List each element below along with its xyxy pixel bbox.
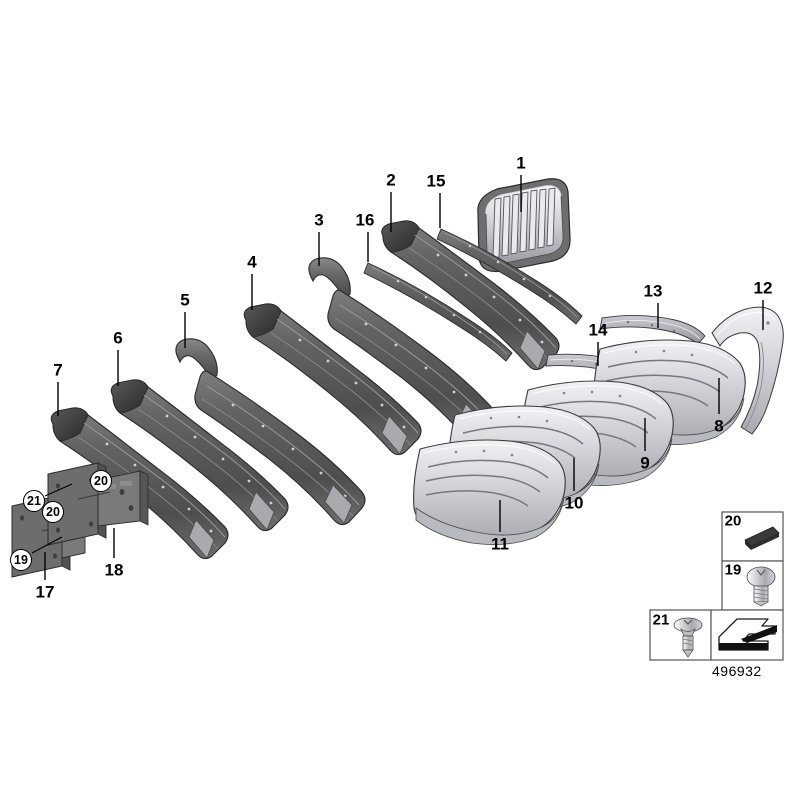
part-6-grille-frame	[110, 379, 289, 532]
callout-1: 1	[516, 153, 526, 173]
callout-7: 7	[53, 360, 63, 380]
callout-3: 3	[314, 210, 324, 230]
legend-box	[649, 511, 784, 661]
callout-16: 16	[355, 210, 375, 230]
legend-number-21: 21	[652, 611, 670, 629]
callout-2: 2	[386, 170, 396, 190]
callout-18: 18	[104, 560, 124, 580]
callout-8: 8	[714, 416, 724, 436]
callout-5: 5	[180, 290, 190, 310]
part-1-kidney-grille	[477, 178, 571, 273]
part-11-side-air-intake-grille	[413, 439, 566, 545]
callout-9: 9	[640, 453, 650, 473]
leader-21	[44, 483, 73, 497]
callout-14: 14	[588, 320, 608, 340]
callout-4: 4	[247, 252, 257, 272]
part-15-trim-strip	[436, 228, 583, 325]
part-5-grille-frame	[175, 338, 366, 526]
part-12-corner-trim-bracket	[711, 306, 784, 435]
part-4-grille-frame	[243, 303, 422, 456]
arrow-direction-icon	[718, 618, 777, 651]
callout-10: 10	[564, 493, 584, 513]
callout-17: 17	[35, 582, 55, 602]
callout-15: 15	[426, 171, 446, 191]
callout-13: 13	[643, 281, 663, 301]
callout-6: 6	[113, 328, 123, 348]
part-16-trim-strip	[363, 262, 513, 362]
callout-11: 11	[491, 534, 509, 554]
callout-21: 21	[23, 490, 45, 512]
diagram-number: 496932	[712, 663, 762, 679]
leader-19	[31, 536, 63, 554]
legend-number-19: 19	[724, 561, 742, 579]
pan-head-screw-icon	[746, 566, 776, 607]
rectangular-clip-icon	[744, 526, 780, 550]
legend-number-20: 20	[724, 512, 742, 530]
callout-19: 19	[10, 549, 32, 571]
callout-20a: 20	[90, 470, 112, 492]
part-13-trim-strip	[599, 314, 706, 345]
callout-12: 12	[753, 278, 773, 298]
circled-leader-lines	[31, 483, 73, 554]
callout-20b: 20	[42, 501, 64, 523]
leader-lines	[44, 175, 764, 580]
flat-head-screw-icon	[673, 617, 703, 658]
